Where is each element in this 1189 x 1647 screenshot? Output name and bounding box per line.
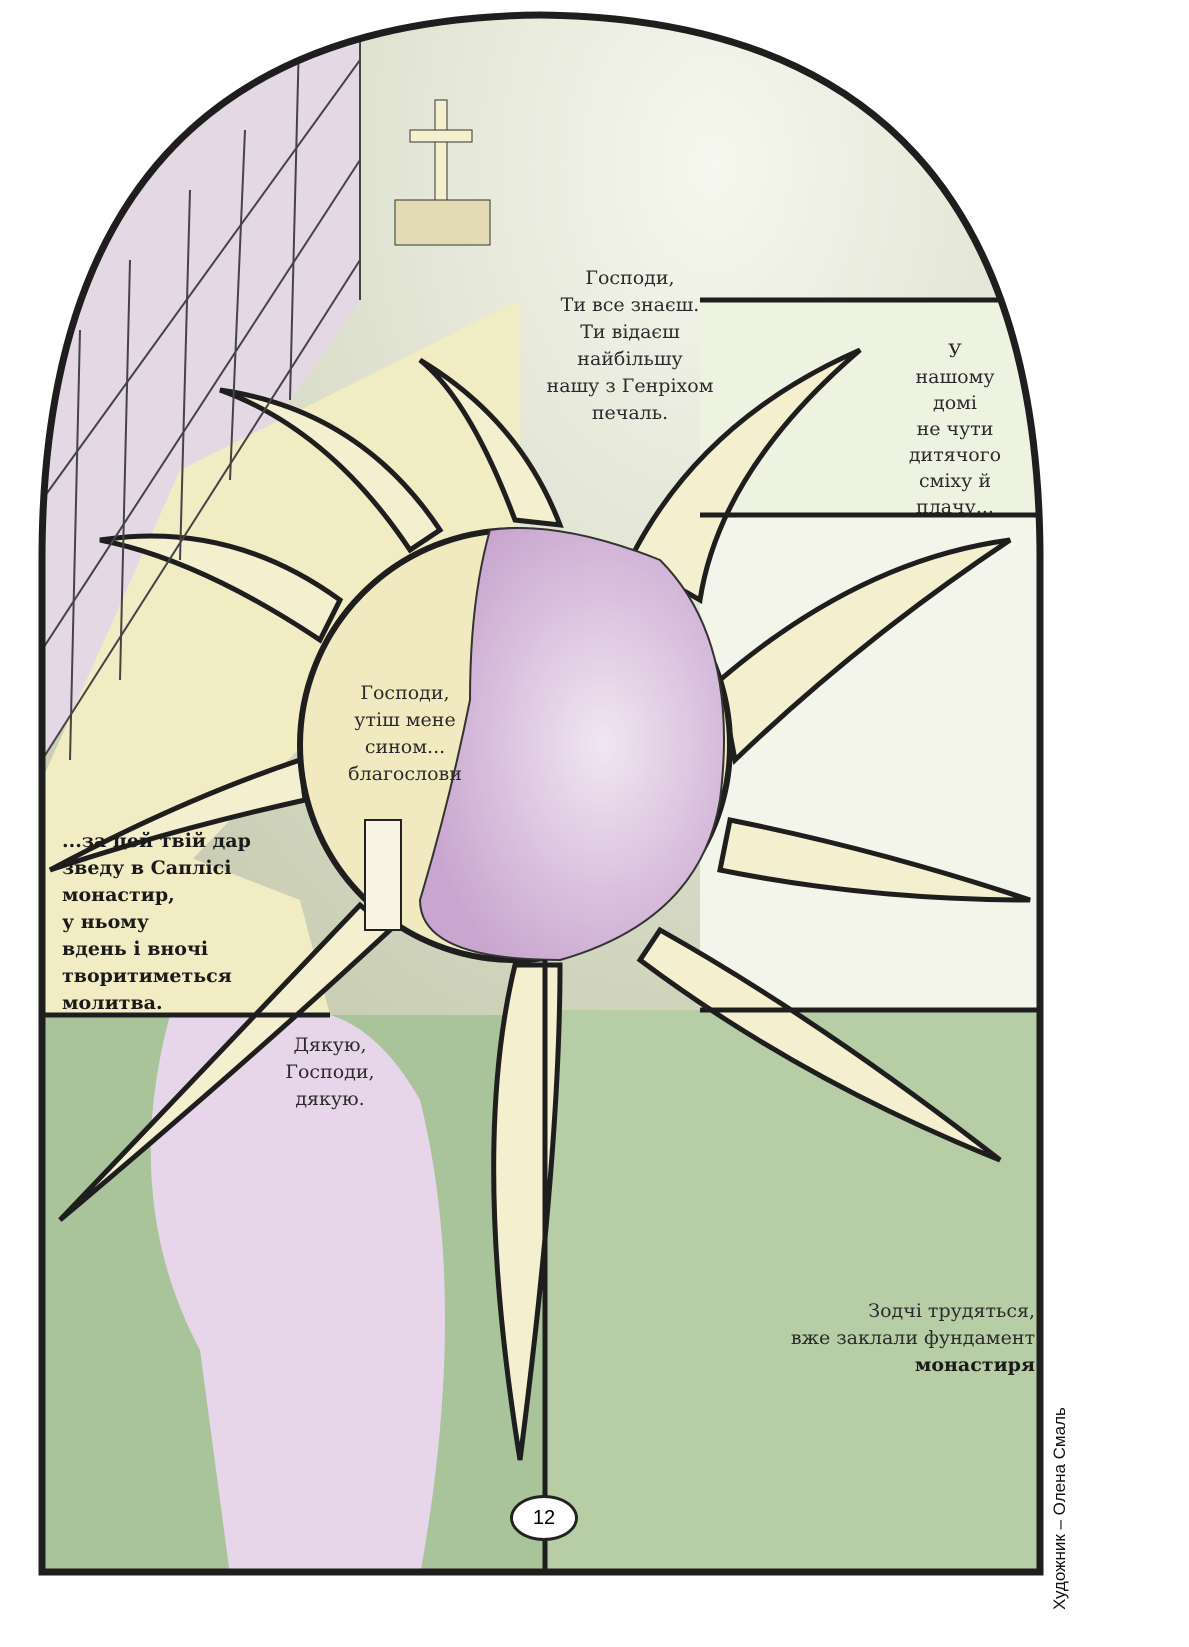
caption-center-circle: Господи, утіш мене сином... благослови	[330, 680, 480, 788]
artist-credit: Художник – Олена Смаль	[1050, 1407, 1069, 1610]
caption-line: ...за цей твій дар	[62, 830, 251, 852]
cross-icon	[394, 99, 491, 246]
praying-woman	[418, 527, 725, 962]
caption-line: не чути	[916, 418, 994, 440]
caption-bottom-right: Зодчі трудяться, вже заклали фундамент м…	[790, 1298, 1035, 1379]
caption-left-middle: ...за цей твій дар зведу в Саплісі монас…	[62, 828, 262, 1017]
caption-line: Дякую,	[293, 1034, 367, 1056]
caption-line: Господи,	[285, 1061, 375, 1083]
caption-line: монастир,	[62, 884, 175, 906]
caption-line: вже заклали фундамент	[790, 1327, 1035, 1349]
arm-holding-baby	[150, 1015, 445, 1572]
barbed-wire-fence	[42, 15, 361, 761]
caption-line: монастиря	[914, 1354, 1035, 1376]
panel-lead-lines	[42, 297, 1040, 1572]
caption-line: творитиметься	[62, 965, 232, 987]
caption-bottom-left: Дякую, Господи, дякую.	[260, 1032, 400, 1113]
caption-line: благослови	[348, 763, 462, 785]
caption-line: Зодчі трудяться,	[868, 1300, 1035, 1322]
caption-line: вдень і вночі	[62, 938, 209, 960]
caption-line: Господи,	[360, 682, 450, 704]
arch-frame	[38, 11, 1044, 1576]
caption-line: плачу...	[916, 496, 994, 518]
caption-line: зведу в Саплісі	[62, 857, 232, 879]
bottom-right-panel	[545, 1010, 1040, 1572]
caption-line: сином...	[364, 736, 446, 758]
caption-line: нашу з Генріхом	[546, 375, 714, 397]
sun-rays	[48, 347, 1031, 1461]
caption-line: найбільшу	[577, 348, 683, 370]
caption-line: молитва.	[62, 992, 163, 1014]
caption-line: дякую.	[295, 1088, 365, 1110]
page-number: 12	[510, 1495, 578, 1541]
caption-line: Господи,	[585, 267, 675, 289]
caption-line: сміху й	[918, 470, 992, 492]
caption-line: печаль.	[591, 402, 669, 424]
caption-line: домі	[933, 392, 977, 414]
candle-icon	[364, 819, 402, 931]
caption-line: Ти відаєш	[580, 321, 680, 343]
caption-line: У	[948, 340, 962, 362]
caption-line: нашому	[915, 366, 995, 388]
caption-line: дитячого	[908, 444, 1002, 466]
caption-line: Ти все знаєш.	[560, 294, 700, 316]
caption-top-right: У нашому домі не чути дитячого сміху й п…	[895, 338, 1015, 520]
caption-line: утіш мене	[354, 709, 456, 731]
caption-top-center: Господи, Ти все знаєш. Ти відаєш найбіль…	[530, 265, 730, 427]
caption-line: у ньому	[62, 911, 149, 933]
